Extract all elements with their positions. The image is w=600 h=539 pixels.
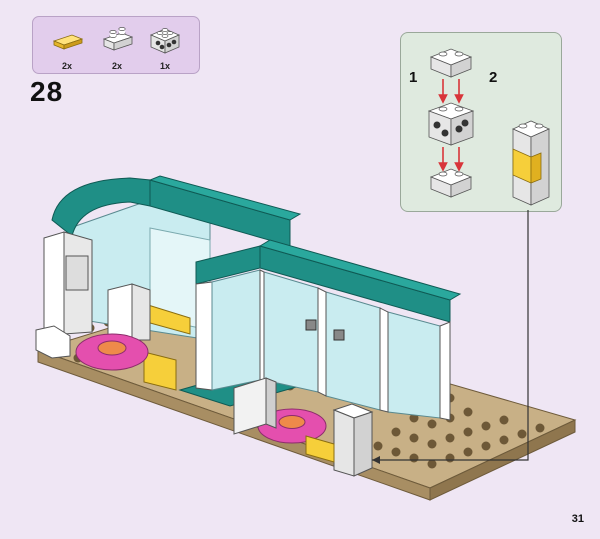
new-white-column	[305, 403, 374, 477]
yellow-tile-icon	[52, 34, 84, 50]
subassembly-diagram	[427, 48, 550, 206]
substep-1-label: 1	[409, 69, 418, 86]
white-plate-icon	[102, 27, 134, 51]
assembled-column	[512, 120, 550, 206]
part-qty: 2x	[61, 61, 72, 71]
white-plate-bottom	[429, 168, 473, 198]
part-qty: 1x	[159, 61, 170, 71]
white-brick-middle	[427, 102, 475, 146]
dispenser	[233, 377, 277, 435]
substep-2-label: 2	[489, 69, 498, 86]
wall-panel	[65, 255, 89, 291]
yellow-bench	[107, 283, 191, 391]
step-number: 28	[30, 76, 64, 107]
magenta-table-left	[75, 333, 149, 371]
back-wall	[69, 199, 211, 341]
part-white-brick: 1x	[145, 23, 185, 71]
parts-list-box: 2x 2x 1x	[32, 16, 200, 74]
door-handle	[305, 319, 317, 331]
left-white-column	[43, 231, 93, 341]
part-qty: 2x	[111, 61, 122, 71]
door-handle	[333, 329, 345, 341]
white-plate-top	[429, 48, 473, 78]
white-brick-icon	[149, 28, 181, 54]
part-white-plate: 2x	[97, 23, 137, 71]
white-chair	[35, 325, 71, 359]
teal-roof-arch	[51, 175, 302, 247]
subassembly-box: 1 2	[400, 32, 562, 212]
page-number: 31	[571, 513, 584, 525]
part-yellow-tile: 2x	[47, 23, 87, 71]
